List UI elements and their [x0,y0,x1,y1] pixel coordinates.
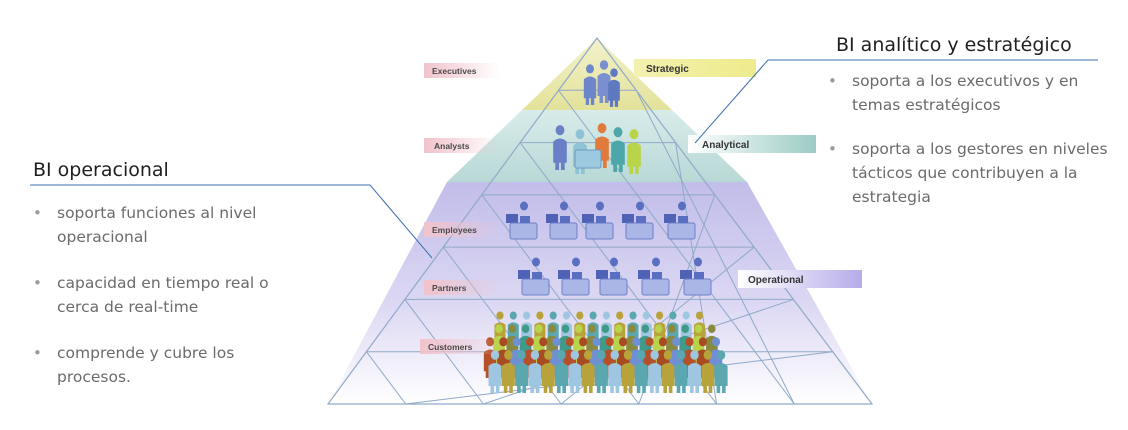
level-label-executives: Executives [424,63,500,78]
tag-operational-text: Operational [748,275,804,286]
partner-desk-figure [638,257,670,296]
analyst-figure [611,127,625,173]
partner-desk-figure [558,257,590,296]
level-label-partners-text: Partners [432,283,467,293]
tag-strategic: Strategic [634,59,756,77]
customer-figure [501,350,515,393]
callout-title-strategic: BI analítico y estratégico [836,34,1072,56]
customer-figure [581,350,595,393]
customer-figure [515,350,529,393]
customer-figure [555,350,568,393]
callout-line-operational [30,184,433,259]
analyst-figure [627,129,641,175]
pyramid-outline [326,36,874,405]
callout-line-strategic [694,59,1098,144]
customer-figure [621,350,635,393]
level-label-analysts-text: Analysts [434,141,470,151]
executive-figure [597,60,611,103]
customer-figure [674,350,688,393]
grid-line [635,90,795,405]
level-label-executives-text: Executives [432,66,477,76]
customer-figure [528,350,542,393]
employee-desk-figure [582,201,614,240]
customer-figure [568,350,582,393]
level-label-customers: Customers [420,339,500,354]
people-illustration [483,60,728,393]
customer-figure [701,350,715,393]
customer-figure [648,350,662,393]
tag-operational: Operational [738,270,862,288]
analyst-desk [574,149,602,169]
customer-figure [594,350,608,393]
level-label-partners: Partners [424,280,500,295]
list-item: soporta a los executivos y en temas estr… [826,69,1121,117]
customer-figure [714,350,728,393]
tag-analytical-text: Analytical [702,140,749,151]
list-item: comprende y cubre los procesos. [31,341,296,389]
customer-figure [661,350,675,393]
executive-figure [583,64,597,105]
employee-desk-figure [546,201,578,240]
analyst-figure [553,125,567,171]
employee-desk-figure [664,201,696,240]
level-label-employees: Employees [424,222,500,237]
list-item: soporta funciones al nivel operacional [31,201,296,249]
employee-desk-figure [506,201,538,240]
level-label-customers-text: Customers [428,342,473,352]
partner-desk-figure [680,257,712,296]
customer-figure [634,350,648,393]
callout-list-operational: soporta funciones al nivel operacional c… [31,201,296,389]
list-item: soporta a los gestores en niveles táctic… [826,137,1121,209]
partner-desk-figure [596,257,628,296]
grid-line [366,351,407,405]
customer-figure [688,350,701,393]
partner-desk-figure [518,257,550,296]
callout-list-strategic: soporta a los executivos y en temas estr… [826,69,1121,209]
level-label-analysts: Analysts [424,138,500,153]
customer-figure [608,350,622,393]
executive-figure [608,68,620,107]
level-label-employees-text: Employees [432,225,477,235]
list-item: capacidad en tiempo real o cerca de real… [31,271,296,319]
callout-title-operational: BI operacional [33,159,169,181]
customer-figure [541,350,555,393]
tag-strategic-text: Strategic [646,64,689,75]
tag-analytical: Analytical [688,135,816,153]
employee-desk-figure [622,201,654,240]
